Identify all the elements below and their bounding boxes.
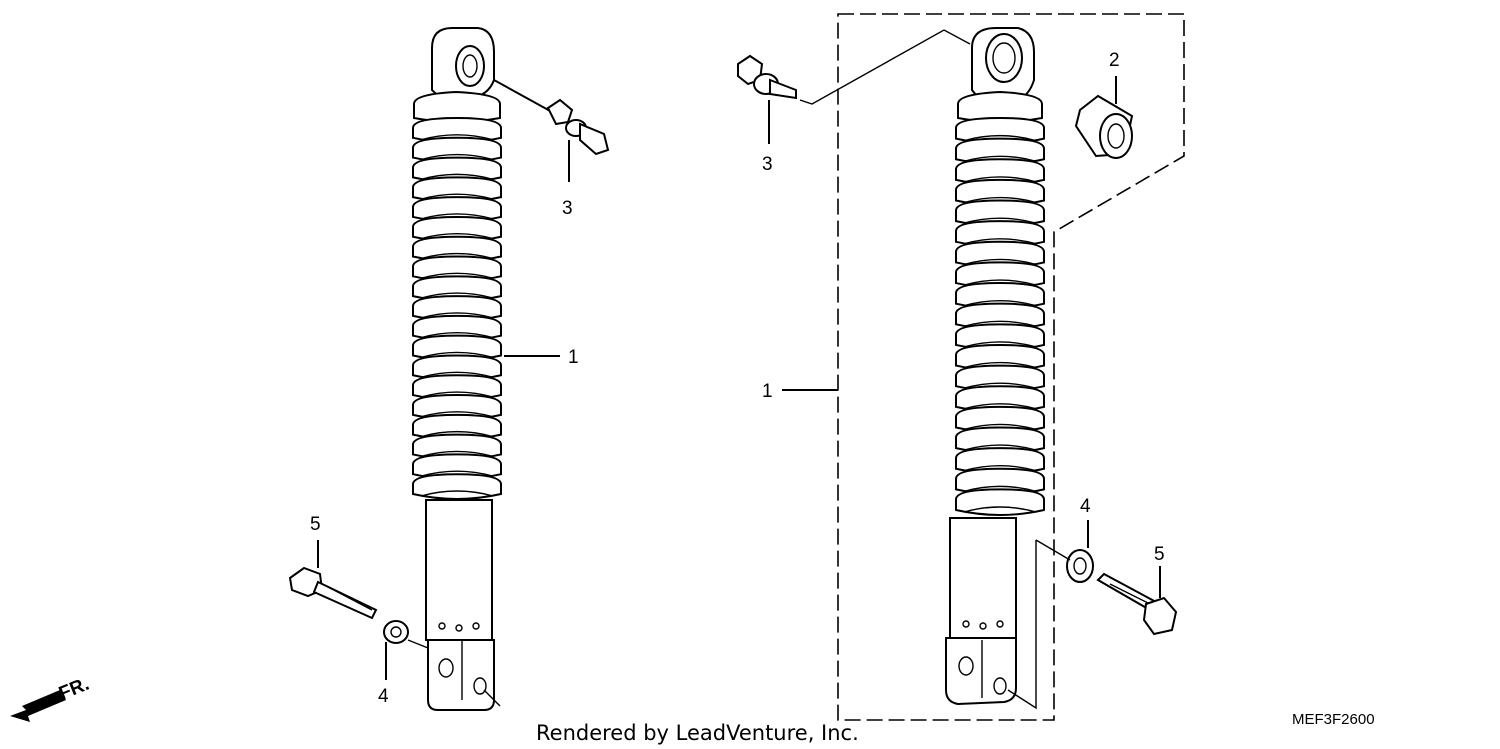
spring-coil-inner [420, 312, 494, 319]
spring-coil-inner [420, 411, 494, 418]
spring-coil-inner [420, 272, 494, 279]
left-washer[interactable] [383, 620, 501, 707]
spring-coil-inner [963, 341, 1037, 348]
right-callout-label-3: 3 [762, 154, 773, 175]
spring-coil-inner [420, 153, 494, 161]
spring-coil-inner [420, 430, 494, 438]
right-shock-absorber[interactable] [945, 27, 1045, 706]
spring-coil-inner [963, 176, 1037, 183]
right-callout-label-4: 4 [1080, 496, 1091, 517]
spring-coil-inner [963, 196, 1037, 204]
assembly-boundary [837, 13, 1185, 721]
spring-coil-inner [420, 292, 494, 299]
spring-coil-inner [420, 351, 494, 359]
spring-coil-inner [963, 155, 1037, 162]
right-callout-label-2: 2 [1109, 50, 1120, 71]
spring-coil-inner [963, 485, 1037, 493]
spring-coil-inner [963, 217, 1037, 224]
spring-coil-inner [420, 193, 494, 200]
left-upper-mount-bolt[interactable] [493, 79, 610, 182]
spring-coil-inner [963, 382, 1037, 389]
spring-coil-inner [420, 371, 494, 378]
rubber-bushing[interactable] [1074, 76, 1134, 159]
left-callout-label-1: 1 [568, 347, 579, 368]
left-callout-label-3: 3 [562, 198, 573, 219]
spring-coil-inner [963, 465, 1037, 472]
spring-coil-inner [420, 332, 494, 339]
right-upper-mount-bolt[interactable] [737, 29, 971, 144]
spring-coil-inner [420, 233, 494, 240]
diagram-code: MEF3F2600 [1292, 711, 1375, 728]
spring-coil-inner [963, 361, 1037, 369]
right-callout-label-5: 5 [1154, 544, 1165, 565]
right-lower-mount-bolt[interactable] [1096, 566, 1178, 636]
spring-coil-inner [963, 506, 1037, 513]
spring-coil-inner [963, 423, 1037, 431]
front-direction-arrow-icon [10, 690, 66, 722]
spring-coil-inner [420, 470, 494, 477]
credit-text: Rendered by LeadVenture, Inc. [536, 721, 859, 745]
right-washer[interactable] [1007, 520, 1094, 710]
spring-coil-inner [963, 134, 1037, 142]
spring-coil-inner [963, 258, 1037, 266]
right-callout-label-1: 1 [762, 381, 773, 402]
spring-coil-inner [963, 279, 1037, 286]
spring-coil-inner [420, 252, 494, 260]
spring-coil-inner [420, 391, 494, 398]
direction-label: FR. [56, 674, 92, 705]
left-lower-mount-bolt[interactable] [288, 540, 378, 620]
spring-coil-inner [963, 300, 1037, 307]
spring-coil-inner [963, 444, 1037, 451]
spring-coil-inner [420, 134, 494, 141]
left-shock-absorber[interactable] [412, 27, 502, 711]
spring-coil-inner [420, 173, 494, 181]
left-callout-label-4: 4 [378, 686, 389, 707]
spring-coil-inner [420, 213, 494, 220]
spring-coil-inner [963, 320, 1037, 327]
spring-coil-inner [420, 450, 494, 458]
spring-coil-inner [420, 490, 494, 497]
left-callout-label-5: 5 [310, 514, 321, 535]
spring-coil-inner [963, 403, 1037, 410]
spring-coil-inner [963, 238, 1037, 245]
